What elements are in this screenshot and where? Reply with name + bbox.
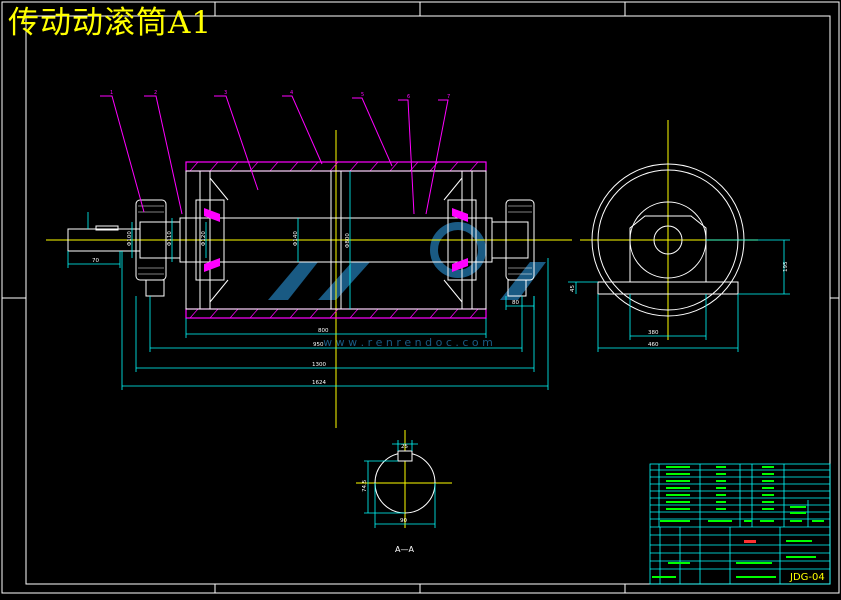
front-view-assembly xyxy=(67,161,535,319)
dim-drum-length: 800 xyxy=(318,328,329,334)
side-dimension-texts: 45 195 380 460 xyxy=(570,261,789,348)
dim-seat-dia: Φ110 xyxy=(167,231,173,246)
dim-center-height: 195 xyxy=(783,261,789,272)
front-view-dimensions xyxy=(67,171,549,390)
balloon-3: 3 xyxy=(224,90,227,96)
balloon-4: 4 xyxy=(290,90,293,96)
left-hub xyxy=(195,199,225,281)
dim-flange-span: 950 xyxy=(313,342,324,348)
dim-section-depth: 74.5 xyxy=(362,479,368,492)
title-block: JDG-04 xyxy=(649,463,831,585)
left-end-disc xyxy=(199,170,211,310)
section-keyway xyxy=(397,450,413,462)
dim-hub-dia: Φ120 xyxy=(201,231,207,246)
middle-plate xyxy=(330,170,342,310)
front-dimension-texts: 800 950 1300 1624 80 70 Φ100 Φ110 Φ120 Φ… xyxy=(92,231,519,386)
balloon-5: 5 xyxy=(361,92,364,98)
balloon-numbers: 1 2 3 4 5 6 7 xyxy=(110,90,450,100)
shaft-key xyxy=(95,225,119,231)
dim-key-width: 25 xyxy=(401,444,408,450)
dim-base-outer: 460 xyxy=(648,342,659,348)
dim-base-inner: 380 xyxy=(648,330,659,336)
bearing-housing xyxy=(629,215,707,282)
dim-section-dia: 90 xyxy=(400,518,407,524)
dim-base-height: 45 xyxy=(570,285,576,292)
shaft-circle xyxy=(653,225,683,255)
side-view-dimensions xyxy=(568,239,790,352)
right-end-disc xyxy=(461,170,473,310)
hub-clamps xyxy=(204,208,468,272)
balloon-2: 2 xyxy=(154,90,157,96)
dim-bearing-dia: Φ100 xyxy=(127,231,133,246)
dim-drum-dia: Φ800 xyxy=(345,233,351,248)
sheet-title: 传动动滚筒A1 xyxy=(8,5,213,41)
watermark-url: w w w . r e n r e n d o c . c o m xyxy=(323,336,493,349)
balloon-7: 7 xyxy=(447,94,450,100)
drawing-number: JDG-04 xyxy=(789,572,825,583)
dim-bearing-width: 80 xyxy=(512,300,519,306)
dim-shaft-dia: Φ140 xyxy=(293,231,299,246)
base-plate xyxy=(597,281,739,295)
dim-overall-length: 1624 xyxy=(312,380,326,386)
right-bearing-foot xyxy=(507,279,527,297)
watermark: w w w . r e n r e n d o c . c o m xyxy=(268,222,546,349)
balloon-1: 1 xyxy=(110,90,113,96)
dim-shaft-end: 70 xyxy=(92,258,99,264)
section-dim-texts: 25 74.5 90 xyxy=(362,444,408,524)
section-label: A—A xyxy=(395,545,414,554)
inner-border xyxy=(25,15,831,585)
shaft-step-right xyxy=(491,221,529,259)
right-hub xyxy=(447,199,477,281)
left-bearing-foot xyxy=(145,279,165,297)
section-dimensions xyxy=(364,440,436,528)
balloon-leaders xyxy=(100,95,449,215)
dim-bearing-span: 1300 xyxy=(312,362,326,368)
centerlines xyxy=(46,120,758,528)
balloon-6: 6 xyxy=(407,94,410,100)
